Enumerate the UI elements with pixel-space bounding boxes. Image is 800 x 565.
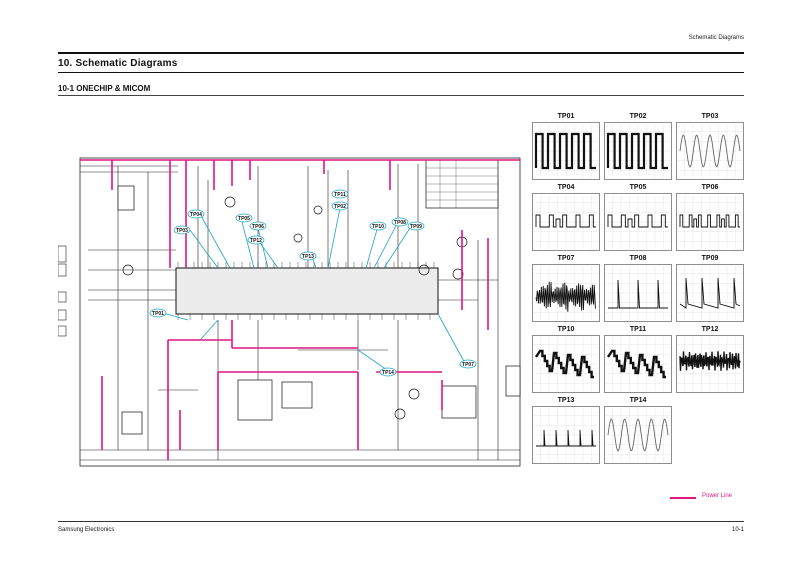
callout-tp03: TP03 bbox=[173, 225, 191, 235]
oscilloscope-trace-tp01 bbox=[532, 122, 600, 180]
waveform-trace bbox=[534, 132, 596, 170]
callout-tp02: TP02 bbox=[331, 201, 349, 211]
test-point-label: TP13 bbox=[557, 397, 575, 404]
header-section-name: Schematic Diagrams bbox=[688, 35, 744, 41]
left-connector bbox=[58, 245, 67, 337]
waveform-trace bbox=[536, 429, 596, 447]
subtitle-rule bbox=[58, 95, 744, 96]
svg-text:TP09: TP09 bbox=[410, 224, 422, 230]
waveform-trace bbox=[607, 418, 669, 452]
callout-tp11: TP11 bbox=[331, 189, 349, 199]
header-rule bbox=[58, 52, 744, 54]
test-point-tp05: TP05 bbox=[604, 184, 672, 252]
oscilloscope-trace-tp09 bbox=[676, 264, 744, 322]
test-point-label: TP04 bbox=[557, 184, 575, 191]
oscilloscope-trace-tp10 bbox=[532, 335, 600, 393]
test-point-tp12: TP12 bbox=[676, 326, 744, 394]
svg-text:TP07: TP07 bbox=[462, 362, 474, 368]
test-point-tp08: TP08 bbox=[604, 255, 672, 323]
test-point-label: TP05 bbox=[629, 184, 647, 191]
callout-tp01: TP01 bbox=[149, 308, 167, 318]
test-point-label: TP03 bbox=[701, 113, 719, 120]
oscilloscope-trace-tp14 bbox=[604, 406, 672, 464]
callout-tp14: TP14 bbox=[379, 367, 397, 377]
power-line-swatch bbox=[670, 497, 696, 499]
title-rule bbox=[58, 72, 744, 73]
callout-tp07: TP07 bbox=[459, 359, 477, 369]
svg-text:TP12: TP12 bbox=[250, 238, 262, 244]
svg-text:TP08: TP08 bbox=[394, 220, 406, 226]
svg-text:TP06: TP06 bbox=[252, 224, 264, 230]
callout-tp09: TP09 bbox=[407, 221, 425, 231]
oscilloscope-trace-tp13 bbox=[532, 406, 600, 464]
test-point-tp06: TP06 bbox=[676, 184, 744, 252]
oscilloscope-trace-tp12 bbox=[676, 335, 744, 393]
svg-text:TP01: TP01 bbox=[152, 311, 164, 317]
test-point-label: TP10 bbox=[557, 326, 575, 333]
svg-text:TP14: TP14 bbox=[382, 370, 394, 376]
test-point-tp13: TP13 bbox=[532, 397, 600, 465]
callout-tp13: TP13 bbox=[299, 251, 317, 261]
test-point-label: TP01 bbox=[557, 113, 575, 120]
waveform-trace bbox=[679, 134, 741, 168]
power-line-legend: Power Line bbox=[670, 493, 760, 503]
test-point-label: TP11 bbox=[629, 326, 647, 333]
callout-tp05: TP05 bbox=[235, 213, 253, 223]
callout-tp06: TP06 bbox=[249, 221, 267, 231]
oscilloscope-trace-tp05 bbox=[604, 193, 672, 251]
svg-text:TP11: TP11 bbox=[334, 192, 346, 198]
waveform-trace bbox=[535, 281, 596, 312]
main-ic bbox=[175, 267, 439, 315]
test-point-tp03: TP03 bbox=[676, 113, 744, 181]
callout-tp08: TP08 bbox=[391, 217, 409, 227]
page-title: 10. Schematic Diagrams bbox=[58, 58, 178, 69]
test-point-label: TP14 bbox=[629, 397, 647, 404]
waveform-trace bbox=[679, 351, 741, 371]
svg-text:TP03: TP03 bbox=[176, 228, 188, 234]
svg-text:TP13: TP13 bbox=[302, 254, 314, 260]
waveform-trace bbox=[606, 132, 668, 170]
test-point-tp11: TP11 bbox=[604, 326, 672, 394]
svg-text:TP04: TP04 bbox=[190, 212, 202, 218]
waveform-trace bbox=[679, 277, 741, 309]
oscilloscope-trace-tp07 bbox=[532, 264, 600, 322]
test-point-label: TP07 bbox=[557, 255, 575, 262]
test-point-tp09: TP09 bbox=[676, 255, 744, 323]
oscilloscope-trace-tp11 bbox=[604, 335, 672, 393]
waveform-trace bbox=[679, 214, 740, 228]
footer-rule bbox=[58, 521, 744, 522]
oscilloscope-trace-tp02 bbox=[604, 122, 672, 180]
callout-tp10: TP10 bbox=[369, 221, 387, 231]
footer-page-number: 10-1 bbox=[731, 527, 744, 533]
section-subtitle: 10-1 ONECHIP & MICOM bbox=[58, 84, 151, 93]
test-point-label: TP08 bbox=[629, 255, 647, 262]
test-point-tp14: TP14 bbox=[604, 397, 672, 465]
waveform-trace bbox=[535, 214, 596, 228]
svg-text:TP02: TP02 bbox=[334, 204, 346, 210]
waveform-trace bbox=[535, 349, 594, 379]
test-point-label: TP09 bbox=[701, 255, 719, 262]
power-line-label: Power Line bbox=[702, 493, 733, 499]
svg-text:TP10: TP10 bbox=[372, 224, 384, 230]
callout-tp04: TP04 bbox=[187, 209, 205, 219]
waveform-trace bbox=[608, 279, 668, 309]
test-point-label: TP06 bbox=[701, 184, 719, 191]
svg-text:TP05: TP05 bbox=[238, 216, 250, 222]
oscilloscope-trace-tp08 bbox=[604, 264, 672, 322]
test-point-label: TP02 bbox=[629, 113, 647, 120]
waveform-trace bbox=[607, 214, 668, 228]
test-point-tp10: TP10 bbox=[532, 326, 600, 394]
schematic-diagram: TP01 TP02 TP03 TP04 TP05 TP06 TP07 TP08 … bbox=[58, 157, 521, 467]
test-point-label: TP12 bbox=[701, 326, 719, 333]
oscilloscope-trace-tp04 bbox=[532, 193, 600, 251]
waveform-trace bbox=[607, 349, 666, 379]
callout-tp12: TP12 bbox=[247, 235, 265, 245]
footer-company: Samsung Electronics bbox=[58, 527, 115, 533]
oscilloscope-trace-tp03 bbox=[676, 122, 744, 180]
test-point-tp01: TP01 bbox=[532, 113, 600, 181]
test-point-tp07: TP07 bbox=[532, 255, 600, 323]
test-point-tp04: TP04 bbox=[532, 184, 600, 252]
test-point-tp02: TP02 bbox=[604, 113, 672, 181]
oscilloscope-trace-tp06 bbox=[676, 193, 744, 251]
